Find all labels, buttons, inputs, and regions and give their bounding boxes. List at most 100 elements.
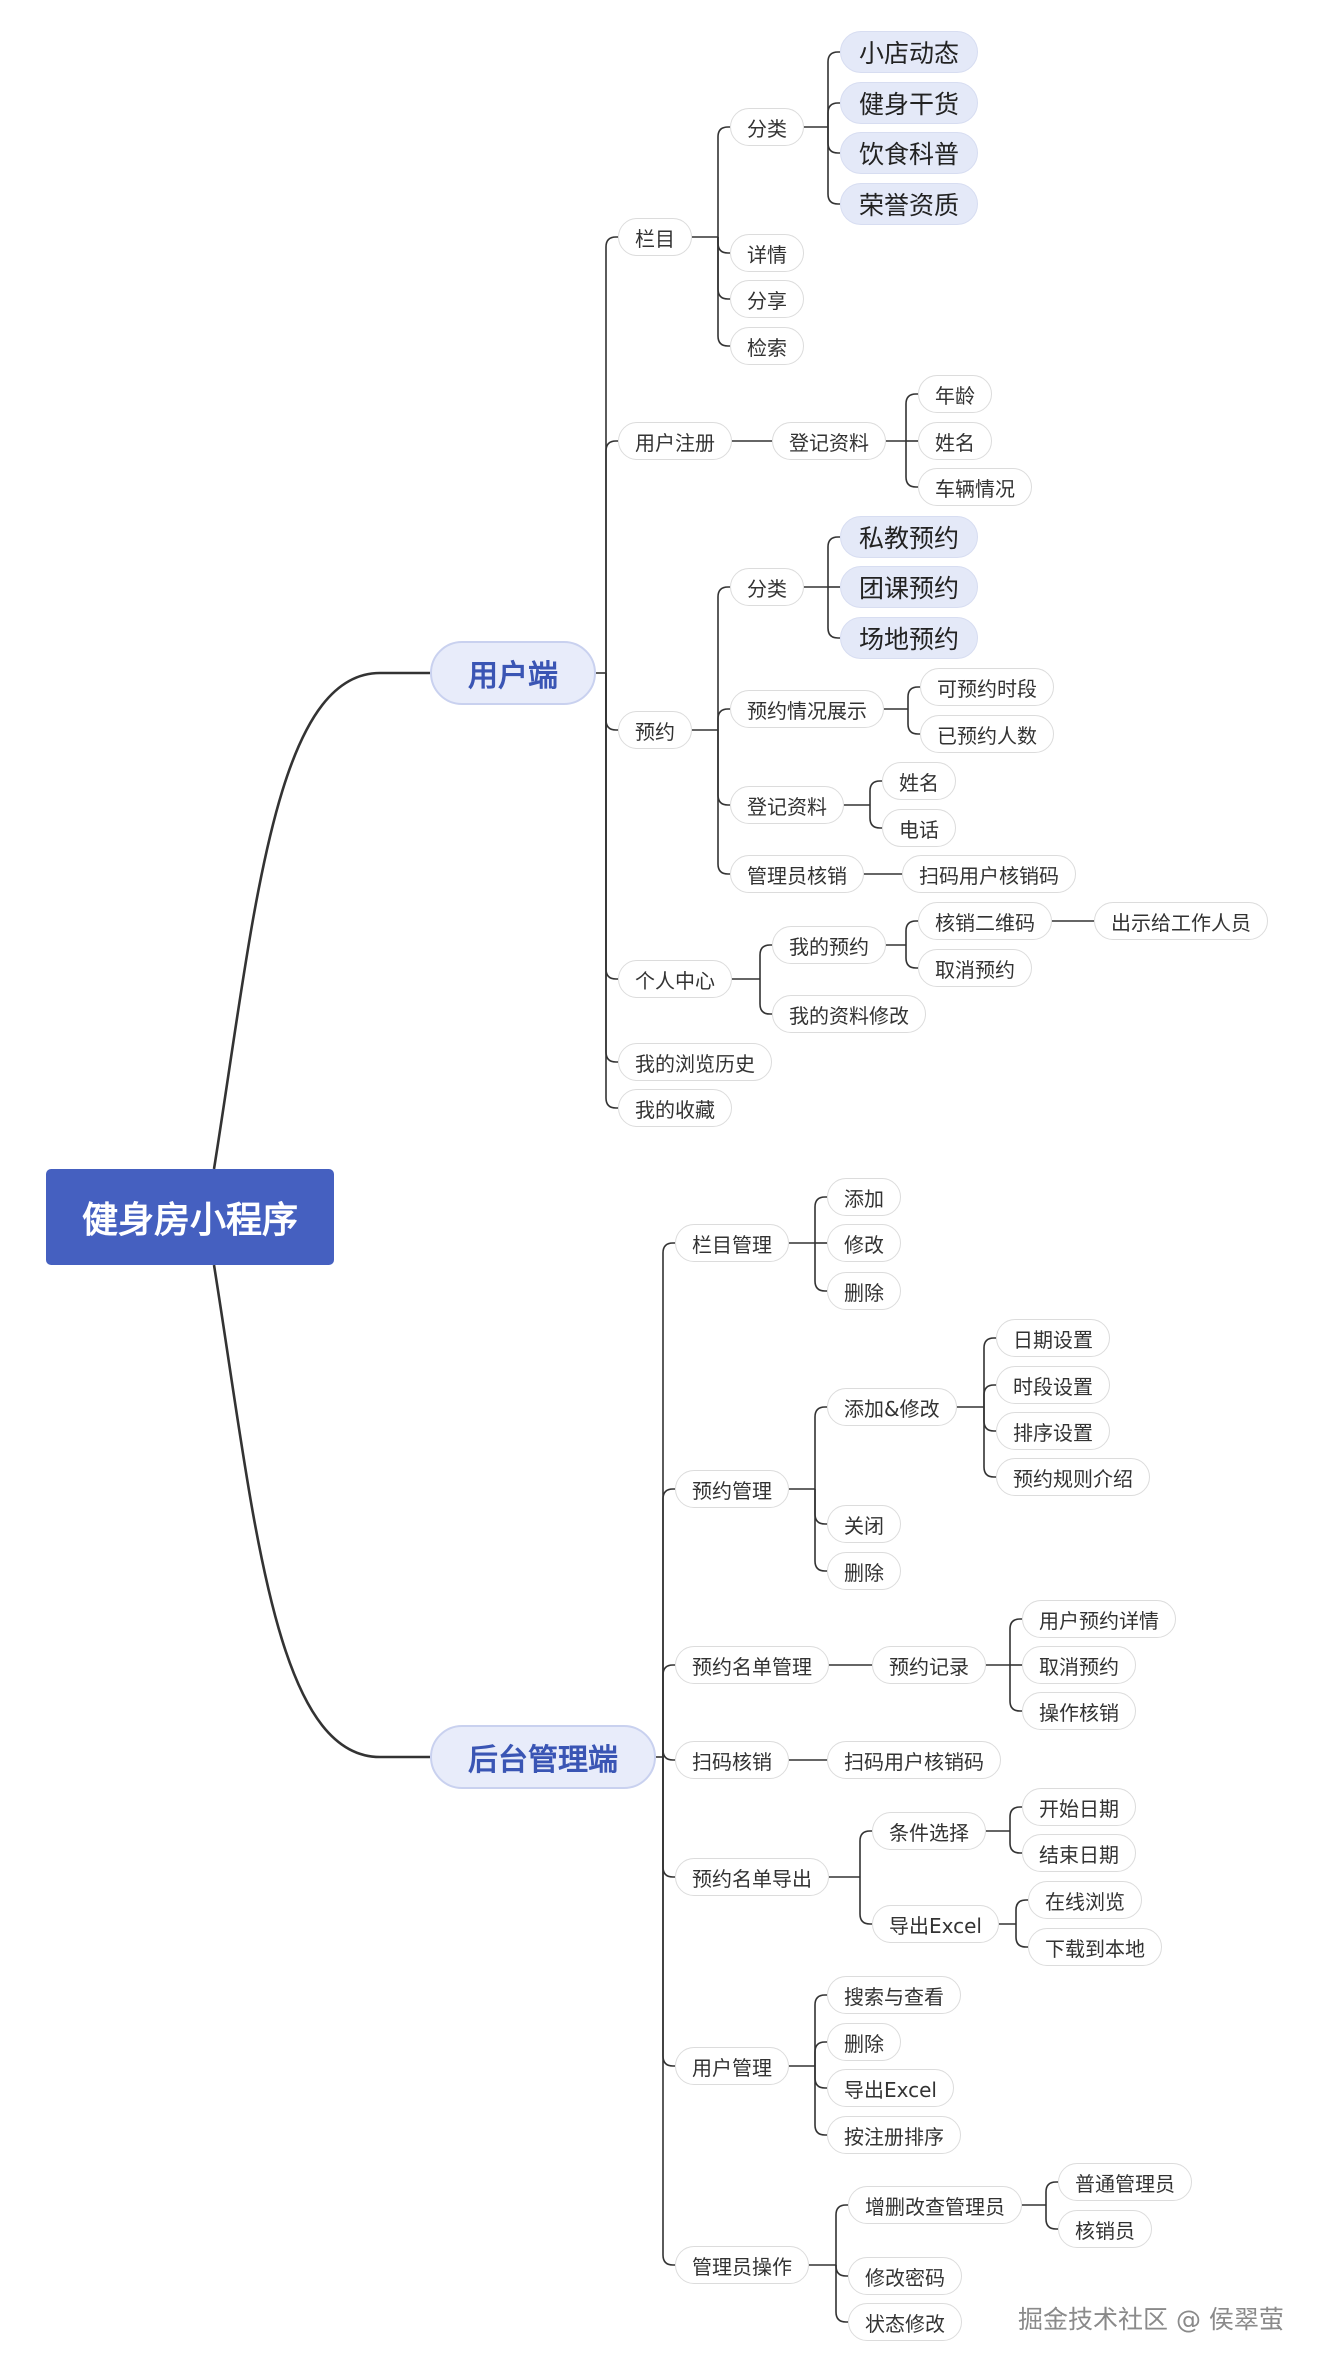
connector-line: [814, 1406, 827, 1489]
node-user-booking-info-items-1[interactable]: 电话: [882, 809, 956, 847]
node-user-register-info-items-2[interactable]: 车辆情况: [918, 468, 1032, 506]
node-admin-roster-label[interactable]: 预约名单管理: [675, 1646, 829, 1684]
node-user-favorites[interactable]: 我的收藏: [618, 1089, 732, 1127]
connector-line: [983, 1407, 996, 1478]
node-user-center-mine-label[interactable]: 我的预约: [772, 926, 886, 964]
connector-line: [759, 979, 772, 1015]
connector-line: [717, 237, 730, 347]
connector-line: [814, 1489, 827, 1525]
node-admin-lanmu-items-2[interactable]: 删除: [827, 1272, 901, 1310]
connector-line: [869, 780, 882, 805]
connector-line: [907, 709, 920, 735]
connector-line: [983, 1407, 996, 1432]
node-admin-booking-addedit-items-0[interactable]: 日期设置: [996, 1319, 1110, 1357]
connector-line: [717, 730, 730, 875]
node-user-booking-info-label[interactable]: 登记资料: [730, 786, 844, 824]
node-user-center-mine-cancel[interactable]: 取消预约: [918, 949, 1032, 987]
node-user-lanmu-fenlei-items-0[interactable]: 小店动态: [840, 31, 979, 73]
node-user-lanmu-fenlei-items-2[interactable]: 饮食科普: [840, 132, 979, 174]
node-admin-roster-record-items-0[interactable]: 用户预约详情: [1022, 1600, 1176, 1638]
node-user-booking-display-items-0[interactable]: 可预约时段: [920, 668, 1054, 706]
connector-line: [717, 237, 730, 300]
connector-line: [212, 1264, 430, 1759]
node-user-booking-display-label[interactable]: 预约情况展示: [730, 690, 884, 728]
node-user-booking-display-items-1[interactable]: 已预约人数: [920, 715, 1054, 753]
node-user-lanmu-others-2[interactable]: 检索: [730, 327, 804, 365]
connector-line: [859, 1830, 872, 1877]
node-admin-users-items-0[interactable]: 搜索与查看: [827, 1976, 961, 2014]
node-admin-roster-record-items-2[interactable]: 操作核销: [1022, 1692, 1136, 1730]
node-admin-roster-record-label[interactable]: 预约记录: [872, 1646, 986, 1684]
node-user-lanmu-fenlei-items-3[interactable]: 荣誉资质: [840, 183, 979, 225]
connector-line: [814, 1994, 827, 2066]
node-admin-lanmu-items-1[interactable]: 修改: [827, 1224, 901, 1262]
node-admin-export-excel-label[interactable]: 导出Excel: [872, 1905, 999, 1943]
node-admin-ops-crud-items-0[interactable]: 普通管理员: [1058, 2163, 1192, 2201]
node-admin-booking-addedit-label[interactable]: 添加&修改: [827, 1388, 957, 1426]
node-user-center-edit[interactable]: 我的资料修改: [772, 995, 926, 1033]
node-admin-export-cond-items-1[interactable]: 结束日期: [1022, 1834, 1136, 1872]
node-admin-ops-status[interactable]: 状态修改: [848, 2303, 962, 2341]
node-user-lanmu-fenlei-label[interactable]: 分类: [730, 108, 804, 146]
node-user-booking-label[interactable]: 预约: [618, 711, 692, 749]
node-admin-booking-addedit-items-1[interactable]: 时段设置: [996, 1366, 1110, 1404]
node-admin-ops-pwd[interactable]: 修改密码: [848, 2257, 962, 2295]
connector-line: [605, 673, 618, 731]
node-user-center-mine-qr-label[interactable]: 核销二维码: [918, 902, 1052, 940]
node-admin-lanmu-items-0[interactable]: 添加: [827, 1178, 901, 1216]
node-admin-scan-child[interactable]: 扫码用户核销码: [827, 1741, 1001, 1779]
connector-line: [662, 1242, 675, 1757]
node-admin-export-cond-label[interactable]: 条件选择: [872, 1812, 986, 1850]
node-user-booking-verify-child[interactable]: 扫码用户核销码: [902, 855, 1076, 893]
node-admin-booking-addedit-items-3[interactable]: 预约规则介绍: [996, 1458, 1150, 1496]
node-user-register-info-items-1[interactable]: 姓名: [918, 422, 992, 460]
node-user-booking-verify-label[interactable]: 管理员核销: [730, 855, 864, 893]
node-admin-booking-addedit-items-2[interactable]: 排序设置: [996, 1412, 1110, 1450]
node-user-register-info-items-0[interactable]: 年龄: [918, 375, 992, 413]
node-user-booking-fenlei-items-0[interactable]: 私教预约: [840, 516, 979, 558]
node-admin-ops-label[interactable]: 管理员操作: [675, 2246, 809, 2284]
root-node[interactable]: 健身房小程序: [46, 1169, 335, 1265]
node-admin-users-items-2[interactable]: 导出Excel: [827, 2069, 954, 2107]
connector-line: [835, 2265, 848, 2277]
node-user-register-label[interactable]: 用户注册: [618, 422, 732, 460]
node-user-booking-info-items-0[interactable]: 姓名: [882, 762, 956, 800]
connector-line: [827, 102, 840, 127]
connector-line: [905, 441, 918, 488]
node-admin-export-excel-items-0[interactable]: 在线浏览: [1028, 1881, 1142, 1919]
node-admin-ops-crud-label[interactable]: 增删改查管理员: [848, 2186, 1022, 2224]
node-user-booking-fenlei-items-1[interactable]: 团课预约: [840, 566, 979, 608]
node-user-lanmu-label[interactable]: 栏目: [618, 218, 692, 256]
node-admin-label[interactable]: 后台管理端: [430, 1725, 656, 1789]
node-admin-users-items-1[interactable]: 删除: [827, 2023, 901, 2061]
node-admin-roster-record-items-1[interactable]: 取消预约: [1022, 1646, 1136, 1684]
node-admin-export-cond-items-0[interactable]: 开始日期: [1022, 1788, 1136, 1826]
node-admin-scan-label[interactable]: 扫码核销: [675, 1741, 789, 1779]
node-user-lanmu-fenlei-items-1[interactable]: 健身干货: [840, 82, 979, 124]
node-user-lanmu-others-0[interactable]: 详情: [730, 234, 804, 272]
connector-line: [814, 1243, 827, 1292]
node-admin-ops-crud-items-1[interactable]: 核销员: [1058, 2210, 1152, 2248]
connector-line: [605, 673, 618, 980]
node-user-center-label[interactable]: 个人中心: [618, 960, 732, 998]
node-user-register-info-label[interactable]: 登记资料: [772, 422, 886, 460]
node-user-lanmu-others-1[interactable]: 分享: [730, 280, 804, 318]
node-user-center-mine-qr-child[interactable]: 出示给工作人员: [1094, 902, 1268, 940]
connector-line: [717, 237, 730, 254]
node-admin-booking-delete[interactable]: 删除: [827, 1552, 901, 1590]
connector-line: [662, 1757, 675, 2067]
node-admin-users-label[interactable]: 用户管理: [675, 2047, 789, 2085]
node-user-booking-fenlei-label[interactable]: 分类: [730, 568, 804, 606]
connector-line: [662, 1664, 675, 1757]
node-user-label[interactable]: 用户端: [430, 641, 596, 705]
node-admin-booking-label[interactable]: 预约管理: [675, 1470, 789, 1508]
node-user-booking-fenlei-items-2[interactable]: 场地预约: [840, 617, 979, 659]
node-admin-export-excel-items-1[interactable]: 下载到本地: [1028, 1928, 1162, 1966]
node-admin-users-items-3[interactable]: 按注册排序: [827, 2116, 961, 2154]
node-user-history[interactable]: 我的浏览历史: [618, 1043, 772, 1081]
node-admin-lanmu-label[interactable]: 栏目管理: [675, 1224, 789, 1262]
node-admin-export-label[interactable]: 预约名单导出: [675, 1858, 829, 1896]
connector-line: [759, 944, 772, 979]
node-admin-booking-close[interactable]: 关闭: [827, 1505, 901, 1543]
